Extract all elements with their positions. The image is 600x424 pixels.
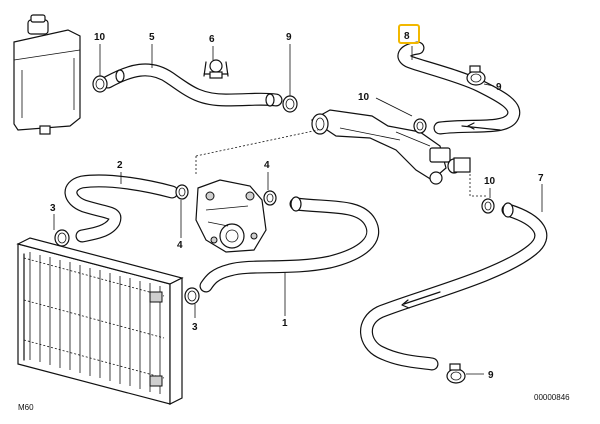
clamp-3-lower xyxy=(184,287,200,305)
callout-9-top: 9 xyxy=(286,32,292,43)
clamp-3-upper xyxy=(54,229,70,247)
clamp-2-end xyxy=(175,184,189,200)
clamp-9-top xyxy=(282,95,298,113)
radiator-fins xyxy=(23,252,165,394)
clamp-10-left xyxy=(92,75,108,93)
hose-1 xyxy=(199,196,380,293)
callout-7: 7 xyxy=(538,173,544,184)
callout-3-upper: 3 xyxy=(50,203,56,214)
callout-3-lower: 3 xyxy=(192,322,198,333)
hose-7 xyxy=(360,202,548,371)
callout-4-left: 4 xyxy=(177,240,183,251)
callout-8: 8 xyxy=(404,31,410,42)
hose-2 xyxy=(64,174,179,243)
water-pump xyxy=(195,179,267,253)
leader-lines xyxy=(53,44,543,375)
callout-10-lower: 10 xyxy=(484,176,496,187)
clamp-10-right-lower xyxy=(481,198,495,214)
diagram-id-label: 00000846 xyxy=(534,393,570,402)
model-label: M60 xyxy=(18,403,34,412)
reference-line-upper xyxy=(195,129,319,176)
callout-5: 5 xyxy=(149,32,155,43)
callout-2: 2 xyxy=(117,160,123,171)
clamp-6 xyxy=(203,59,229,79)
clamp-10-right xyxy=(413,118,427,134)
callout-10-left: 10 xyxy=(94,32,106,43)
callout-9-bottom: 9 xyxy=(488,370,494,381)
expansion-tank xyxy=(13,14,81,135)
callout-9-right: 9 xyxy=(496,82,502,93)
clamp-4-right xyxy=(263,190,277,206)
callout-8-highlight xyxy=(398,24,420,44)
radiator xyxy=(16,237,184,405)
callout-6: 6 xyxy=(209,34,215,45)
callout-1: 1 xyxy=(282,318,288,329)
clamp-9-bottom xyxy=(446,363,466,384)
clamp-9-upper-right xyxy=(466,65,486,86)
callout-4-right: 4 xyxy=(264,160,270,171)
hose-5 xyxy=(101,63,283,107)
hose-8 xyxy=(397,41,521,135)
thermostat-housing xyxy=(310,109,471,185)
reference-line-right xyxy=(469,170,488,197)
callout-10-middle: 10 xyxy=(358,92,370,103)
